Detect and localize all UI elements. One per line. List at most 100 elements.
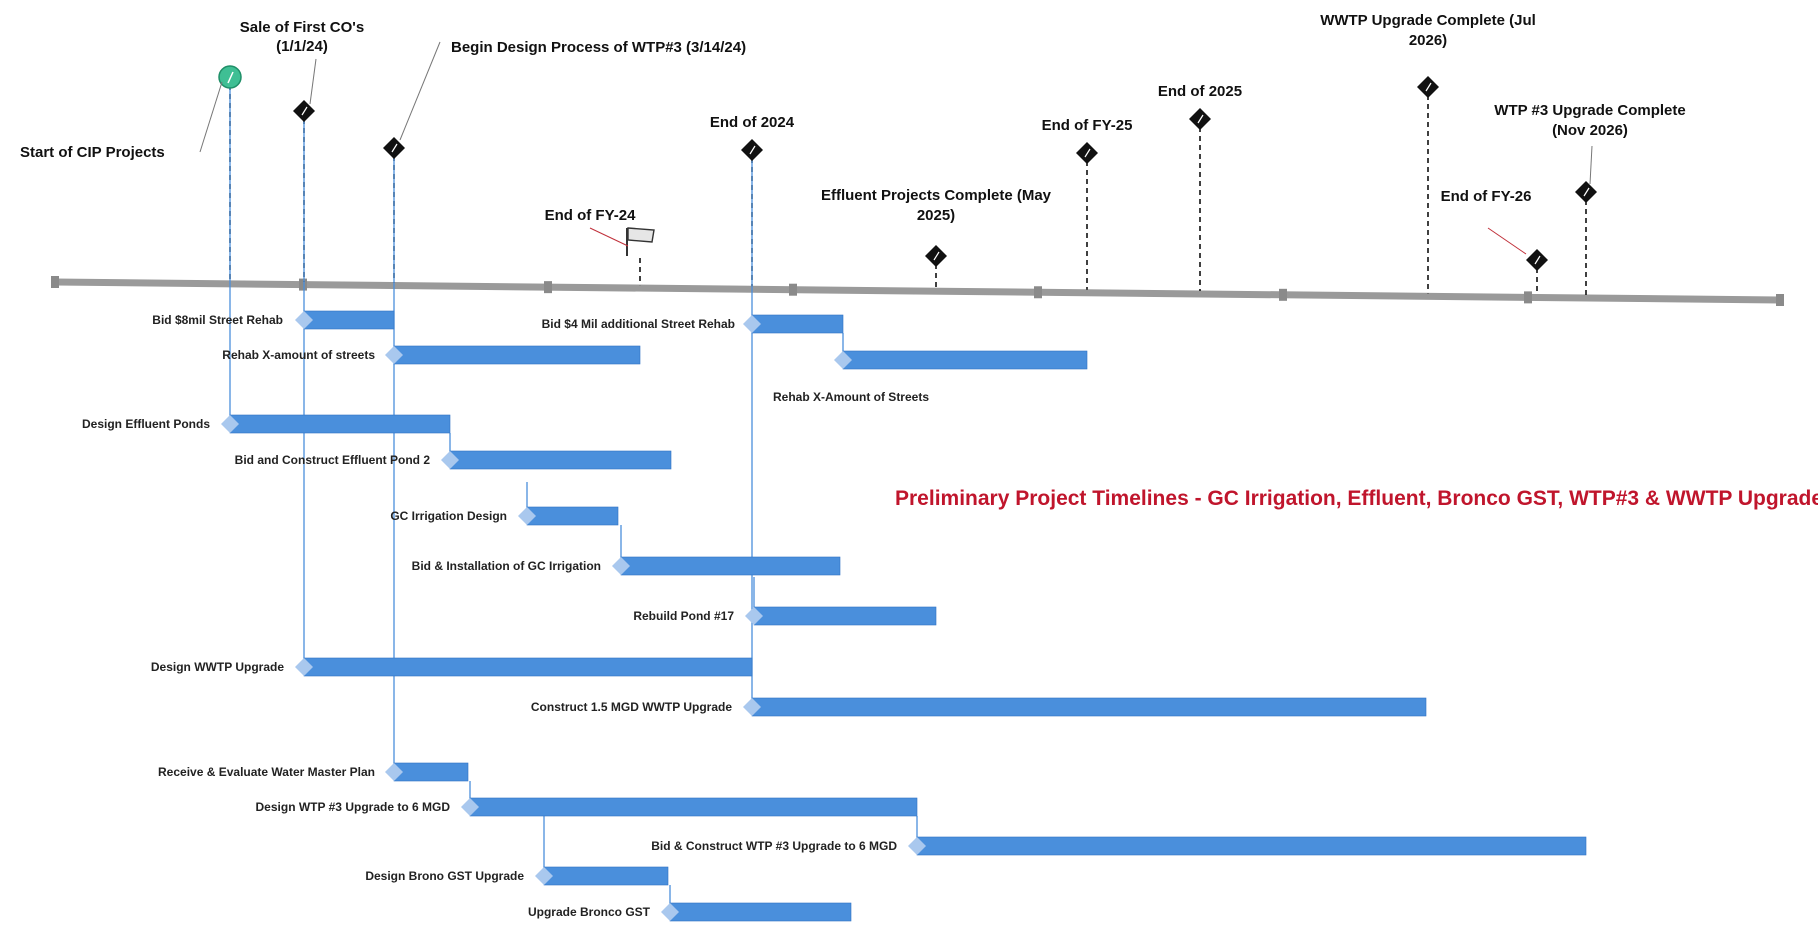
task-rehab-x: [385, 345, 641, 365]
task-start-diamond: [743, 698, 761, 716]
task-start-diamond: [295, 658, 313, 676]
task-bar: [449, 450, 672, 470]
task-bar: [669, 902, 852, 922]
diamond-highlight: [1197, 114, 1204, 124]
task-label: Construct 1.5 MGD WWTP Upgrade: [531, 700, 732, 714]
axis-tick: [1776, 294, 1784, 306]
task-label: Rebuild Pond #17: [633, 609, 734, 623]
task-rebuild-17: [745, 606, 937, 626]
task-start-diamond: [661, 903, 679, 921]
diamond-highlight: [1425, 82, 1432, 92]
task-start-diamond: [745, 607, 763, 625]
task-bar: [620, 556, 841, 576]
task-start-diamond: [908, 837, 926, 855]
task-label: Bid $4 Mil additional Street Rehab: [542, 317, 735, 331]
milestone-label: End of 2024: [710, 114, 795, 131]
axis-tick: [51, 276, 59, 288]
milestone-label: End of FY-25: [1042, 117, 1133, 134]
diamond-highlight: [1534, 255, 1541, 265]
milestone-label: WWTP Upgrade Complete (Jul: [1320, 12, 1536, 29]
task-design-effluent: [221, 414, 451, 434]
axis-tick: [299, 278, 307, 291]
task-label: Bid and Construct Effluent Pond 2: [235, 453, 431, 467]
task-bar: [753, 606, 937, 626]
milestone-label: End of FY-24: [545, 207, 637, 224]
task-start-diamond: [441, 451, 459, 469]
axis-tick: [1034, 286, 1042, 299]
diamond-highlight: [391, 143, 398, 153]
task-bar: [393, 345, 641, 365]
task-gc-install: [612, 556, 841, 576]
leader-line: [1487, 227, 1527, 255]
task-bar: [751, 697, 1427, 717]
task-label: Design WWTP Upgrade: [151, 660, 284, 674]
axis-line: [54, 278, 1781, 304]
task-bar: [393, 762, 469, 782]
task-bar: [543, 866, 669, 886]
task-bar: [469, 797, 918, 817]
task-start-diamond: [295, 311, 313, 329]
task-bid-8mil: [295, 310, 395, 330]
milestone-label: 2025): [917, 207, 955, 224]
task-bar: [751, 314, 844, 334]
task-construct-wwtp: [743, 697, 1427, 717]
axis-tick: [1279, 288, 1287, 301]
milestone-label: Begin Design Process of WTP#3 (3/14/24): [451, 39, 746, 56]
task-gc-design: [518, 506, 619, 526]
task-bar: [842, 350, 1088, 370]
milestone-label: (1/1/24): [276, 38, 328, 55]
task-label: Design Effluent Ponds: [82, 417, 210, 431]
task-start-diamond: [385, 346, 403, 364]
task-upgrade-gst: [661, 902, 852, 922]
task-label: Bid & Construct WTP #3 Upgrade to 6 MGD: [651, 839, 897, 853]
milestone-label: Sale of First CO's: [240, 19, 364, 36]
axis-tick: [1524, 291, 1532, 304]
task-label: Upgrade Bronco GST: [528, 905, 651, 919]
task-bars: [221, 310, 1587, 922]
circle-tick: [227, 71, 234, 84]
task-label: Rehab X-amount of streets: [222, 348, 375, 362]
milestone-label: (Nov 2026): [1552, 122, 1628, 139]
task-start-diamond: [221, 415, 239, 433]
milestone-label: WTP #3 Upgrade Complete: [1494, 102, 1685, 119]
task-label: Design WTP #3 Upgrade to 6 MGD: [256, 800, 451, 814]
task-master-plan: [385, 762, 469, 782]
milestone-label: Start of CIP Projects: [20, 144, 165, 161]
milestone-markers: [199, 41, 1597, 271]
leader-line: [1589, 145, 1593, 185]
task-rehab-x2: [834, 350, 1088, 370]
task-label: Bid $8mil Street Rehab: [152, 313, 283, 327]
labels: Start of CIP Projects Sale of First CO's (…: [20, 12, 1686, 919]
task-start-diamond: [385, 763, 403, 781]
leader-line: [589, 227, 629, 247]
task-label: Receive & Evaluate Water Master Plan: [158, 765, 375, 779]
diamond-highlight: [1084, 148, 1091, 158]
task-start-diamond: [612, 557, 630, 575]
milestone-label: Effluent Projects Complete (May: [821, 187, 1052, 204]
milestone-label: End of 2025: [1158, 83, 1242, 100]
task-bar: [303, 657, 753, 677]
task-connectors: [229, 77, 918, 912]
task-bid-effluent: [441, 450, 672, 470]
diamond-highlight: [933, 251, 940, 261]
task-bid-4mil: [743, 314, 844, 334]
diamond-highlight: [301, 106, 308, 116]
task-label: GC Irrigation Design: [390, 509, 507, 523]
task-start-diamond: [834, 351, 852, 369]
task-label: Design Brono GST Upgrade: [365, 869, 524, 883]
task-start-diamond: [535, 867, 553, 885]
task-bar: [229, 414, 451, 434]
timeline-axis: [51, 276, 1784, 306]
task-start-diamond: [743, 315, 761, 333]
leader-line: [309, 58, 317, 105]
task-start-diamond: [518, 507, 536, 525]
task-label: Bid & Installation of GC Irrigation: [412, 559, 601, 573]
task-design-wtp3: [461, 797, 918, 817]
flag-icon: [627, 227, 655, 243]
task-bar: [526, 506, 619, 526]
diamond-highlight: [1583, 187, 1590, 197]
task-start-diamond: [461, 798, 479, 816]
milestone-label: 2026): [1409, 32, 1447, 49]
